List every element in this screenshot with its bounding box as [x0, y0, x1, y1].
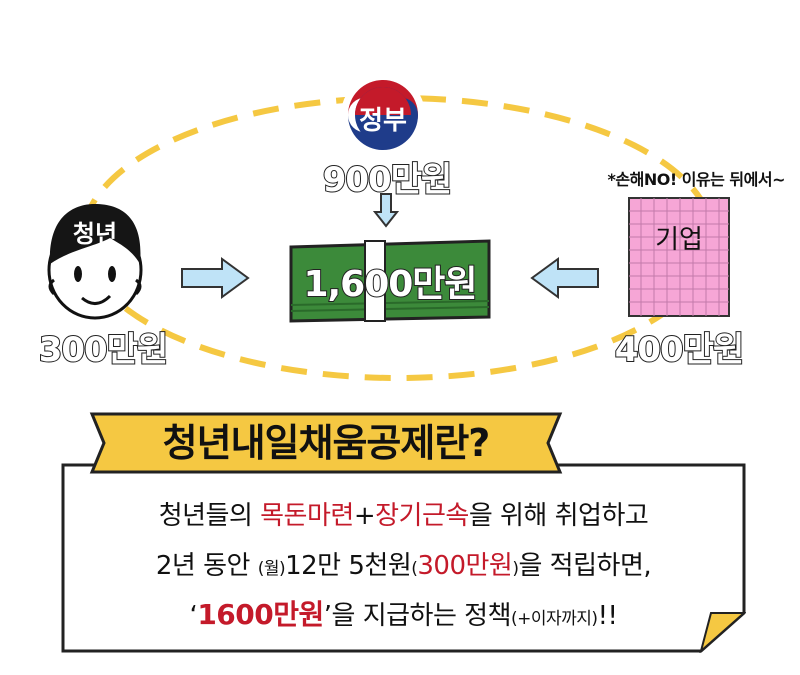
taegeuk-icon: [341, 73, 425, 157]
company-label: 기업: [655, 225, 703, 255]
title-banner: 청년내일채움공제란?: [86, 410, 566, 476]
company-amount: 400만원: [614, 329, 746, 371]
page-title: 청년내일채움공제란?: [162, 421, 491, 465]
right-arrow-icon: [181, 257, 250, 299]
card-frame: [61, 463, 746, 653]
money-stack: 1,600만원: [285, 235, 495, 325]
desc-line-3: ‘1600만원’을 지급하는 정책(+이자까지)!!: [189, 598, 618, 631]
youth-amount: 300만원: [38, 329, 170, 371]
info-card: 청년들의 목돈마련+장기근속을 위해 취업하고 2년 동안 (월)12만 5천원…: [61, 463, 746, 653]
desc-line-1: 청년들의 목돈마련+장기근속을 위해 취업하고: [158, 501, 649, 531]
youth-label: 청년: [72, 220, 118, 248]
company-note: *손해NO! 이유는 뒤에서~: [607, 170, 786, 189]
gov-logo: 정부: [338, 70, 428, 160]
company-building: 기업: [628, 197, 730, 317]
down-arrow-icon: [373, 193, 399, 228]
total-amount: 1,600만원: [302, 263, 478, 306]
desc-line-2: 2년 동안 (월)12만 5천원(300만원)을 적립하면,: [155, 551, 652, 581]
left-arrow-icon: [530, 257, 599, 299]
youth-avatar: 청년: [40, 200, 150, 320]
gov-label: 정부: [359, 106, 407, 136]
